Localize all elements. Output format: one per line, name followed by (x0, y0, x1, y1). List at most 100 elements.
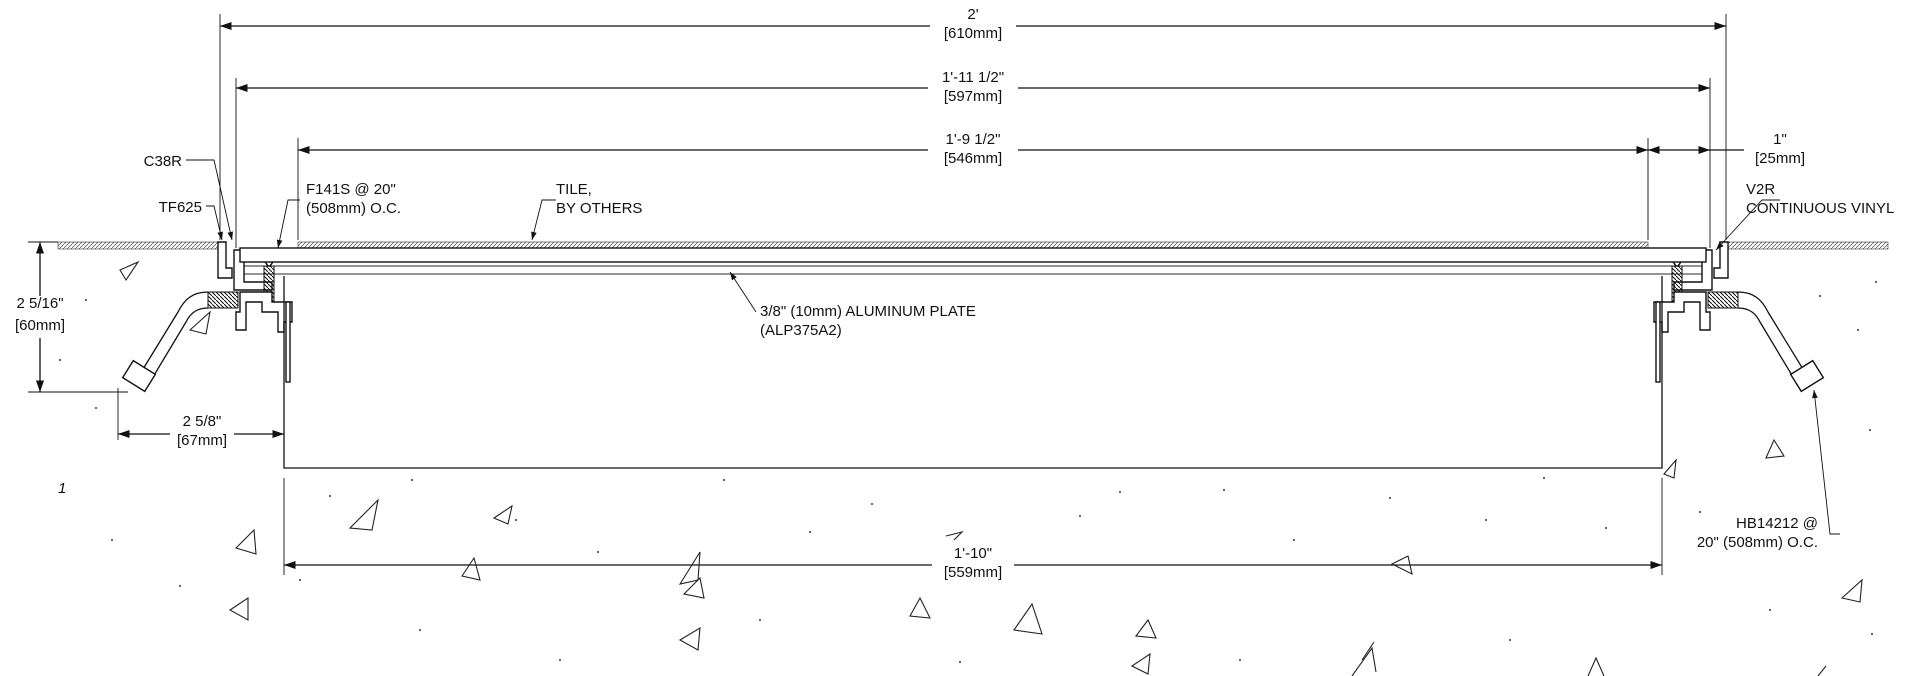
anchor-thread-left (207, 291, 239, 309)
aggregate-triangle (1134, 618, 1157, 639)
aggregate-triangle (188, 310, 211, 335)
aluminum-plate (239, 247, 1707, 469)
callout-labels: C38R TF625 F141S @ 20" (508mm) O.C. TILE… (58, 153, 1894, 551)
anchor-nut-right (1789, 359, 1825, 393)
label-tile-line2: BY OTHERS (556, 200, 642, 217)
label-hb14212-line1: HB14212 @ (1736, 515, 1818, 532)
dim-depth-imperial: 2 5/16" (16, 295, 63, 312)
aggregate-triangle (678, 626, 701, 651)
aggregate-triangle (492, 504, 513, 525)
v2r-frame-right (1713, 241, 1729, 279)
plate-top (239, 247, 1707, 263)
label-f141s-line2: (508mm) O.C. (306, 200, 401, 217)
label-c38r: C38R (144, 153, 183, 170)
aggregate-triangle (1765, 438, 1785, 459)
aggregate-dot (1079, 515, 1081, 517)
aggregate-dot (1389, 497, 1391, 499)
aggregate-dot (1819, 295, 1821, 297)
aggregate-triangle (1390, 555, 1413, 576)
bracket-leg-left (285, 301, 291, 383)
aggregate-dot (299, 579, 301, 581)
pan-outline (283, 276, 1663, 469)
anchor-rod-left (139, 291, 209, 383)
aggregate-triangle (234, 528, 257, 555)
frame-right (1653, 241, 1825, 393)
label-v2r-line1: V2R (1746, 181, 1775, 198)
leaders (186, 159, 1840, 535)
aggregate-dot (111, 539, 113, 541)
aggregate-dot (1239, 659, 1241, 661)
aggregate-dot (85, 299, 87, 301)
aggregate-dot (597, 551, 599, 553)
dim-tile-metric: [546mm] (944, 150, 1002, 167)
aggregate-triangle (461, 556, 481, 581)
aggregate-dot (1699, 511, 1701, 513)
leader-v2r (1715, 199, 1780, 251)
leader-tf625 (206, 205, 223, 241)
label-hb14212-line2: 20" (508mm) O.C. (1697, 534, 1818, 551)
aggregate-dot (59, 359, 61, 361)
leader-tile (531, 199, 556, 241)
dim-tile-imperial: 1'-9 1/2" (946, 131, 1001, 148)
leader-plate (729, 271, 757, 313)
aggregate-triangle (909, 596, 931, 619)
aggregate-dot (95, 407, 97, 409)
anchor-thread-right (1707, 291, 1739, 309)
dim-offset-imperial: 2 5/8" (183, 413, 222, 430)
dim-frame-imperial: 1'-11 1/2" (942, 69, 1004, 86)
aggregate-triangle (228, 596, 249, 621)
dim-depth-metric: [60mm] (15, 317, 65, 334)
concrete-dots (59, 281, 1877, 663)
concrete-fill (119, 260, 1863, 676)
tile-left (57, 241, 219, 250)
label-plate-line2: (ALP375A2) (760, 322, 842, 339)
label-tile-line1: TILE, (556, 181, 592, 198)
aggregate-dot (1857, 329, 1859, 331)
aggregate-dot (1871, 633, 1873, 635)
dim-pan-metric: [559mm] (944, 564, 1002, 581)
anchor-nut-left (121, 359, 157, 393)
label-tf625: TF625 (159, 199, 202, 216)
plate-lower-flange (243, 265, 1703, 275)
aggregate-triangle (1130, 652, 1151, 675)
tf625-frame-left (217, 241, 233, 279)
aggregate-triangle (682, 576, 705, 599)
aggregate-triangle (119, 260, 140, 282)
aggregate-dot (515, 519, 517, 521)
label-plate-line1: 3/8" (10mm) ALUMINUM PLATE (760, 303, 976, 320)
leader-hb14212 (1812, 389, 1840, 535)
dim-pan-imperial: 1'-10" (954, 545, 992, 562)
aggregate-dot (1769, 609, 1771, 611)
dim-offset-metric: [67mm] (177, 432, 227, 449)
aggregate-triangle (1663, 458, 1677, 479)
aggregate-dot (419, 629, 421, 631)
frame-left (121, 241, 293, 393)
aggregate-dot (1509, 639, 1511, 641)
aggregate-triangle (1351, 641, 1377, 676)
dim-overall-metric: [610mm] (944, 25, 1002, 42)
anchor-rod-right (1737, 291, 1807, 383)
leader-c38r (186, 159, 233, 241)
aggregate-dot (723, 479, 725, 481)
aggregate-dot (809, 531, 811, 533)
tile-right (1727, 241, 1889, 250)
aggregate-dot (1223, 489, 1225, 491)
dim-frame-metric: [597mm] (944, 88, 1002, 105)
aggregate-dot (1293, 539, 1295, 541)
aggregate-dot (329, 495, 331, 497)
aggregate-triangle (1013, 602, 1043, 635)
aggregate-dot (1605, 527, 1607, 529)
dimension-text: 2' [610mm] 1'-11 1/2" [597mm] 1'-9 1/2" … (15, 6, 1805, 581)
aggregate-dot (1869, 429, 1871, 431)
aggregate-triangle (1840, 578, 1863, 603)
dim-overall-imperial: 2' (967, 6, 978, 23)
aggregate-triangle (1587, 656, 1605, 676)
aggregate-triangle (945, 530, 964, 541)
aggregate-dot (959, 661, 961, 663)
aggregate-dot (1485, 519, 1487, 521)
dim-flange-metric: [25mm] (1755, 150, 1805, 167)
dim-flange-imperial: 1" (1773, 131, 1787, 148)
aggregate-dot (1119, 491, 1121, 493)
label-v2r-line2: CONTINUOUS VINYL (1746, 200, 1894, 217)
